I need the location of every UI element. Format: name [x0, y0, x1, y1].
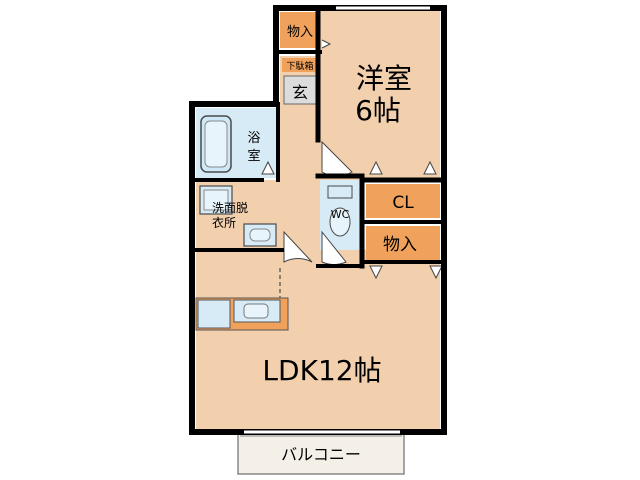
- windows: [244, 6, 430, 434]
- storage-top: [280, 12, 320, 48]
- kitchen-sink-block: [197, 299, 231, 329]
- toilet-tank-icon: [327, 185, 353, 199]
- door-swings: [283, 39, 353, 266]
- wc-label: WC: [331, 208, 350, 221]
- sliding-door-markers: [261, 160, 443, 280]
- closet: [366, 184, 440, 218]
- bath-label-2: 室: [247, 148, 260, 164]
- storage-mid: [366, 226, 440, 260]
- genkan-floor: [283, 75, 317, 105]
- closet-label: CL: [392, 193, 414, 213]
- window-frames: [244, 5, 430, 435]
- western-room-size: 6帖: [355, 94, 401, 127]
- toilet-bowl-icon: [329, 207, 351, 237]
- western-room-name: 洋室: [356, 62, 412, 95]
- bath-label-1: 浴: [247, 131, 260, 146]
- shoe-box: [282, 58, 318, 72]
- washroom-label-2: 衣所: [212, 215, 236, 230]
- genkan-label: 玄: [292, 83, 308, 102]
- balcony-label: バルコニー: [281, 445, 361, 464]
- storage-mid-label: 物入: [383, 235, 417, 255]
- ldk-label: LDK12帖: [262, 354, 381, 387]
- shoe-box-label: 下駄箱: [286, 60, 313, 72]
- balcony-area: [237, 431, 405, 475]
- floor-fills: [196, 10, 440, 430]
- washroom-label-1: 洗面脱: [212, 200, 248, 215]
- walls: [189, 5, 447, 435]
- storage-top-label: 物入: [287, 25, 313, 40]
